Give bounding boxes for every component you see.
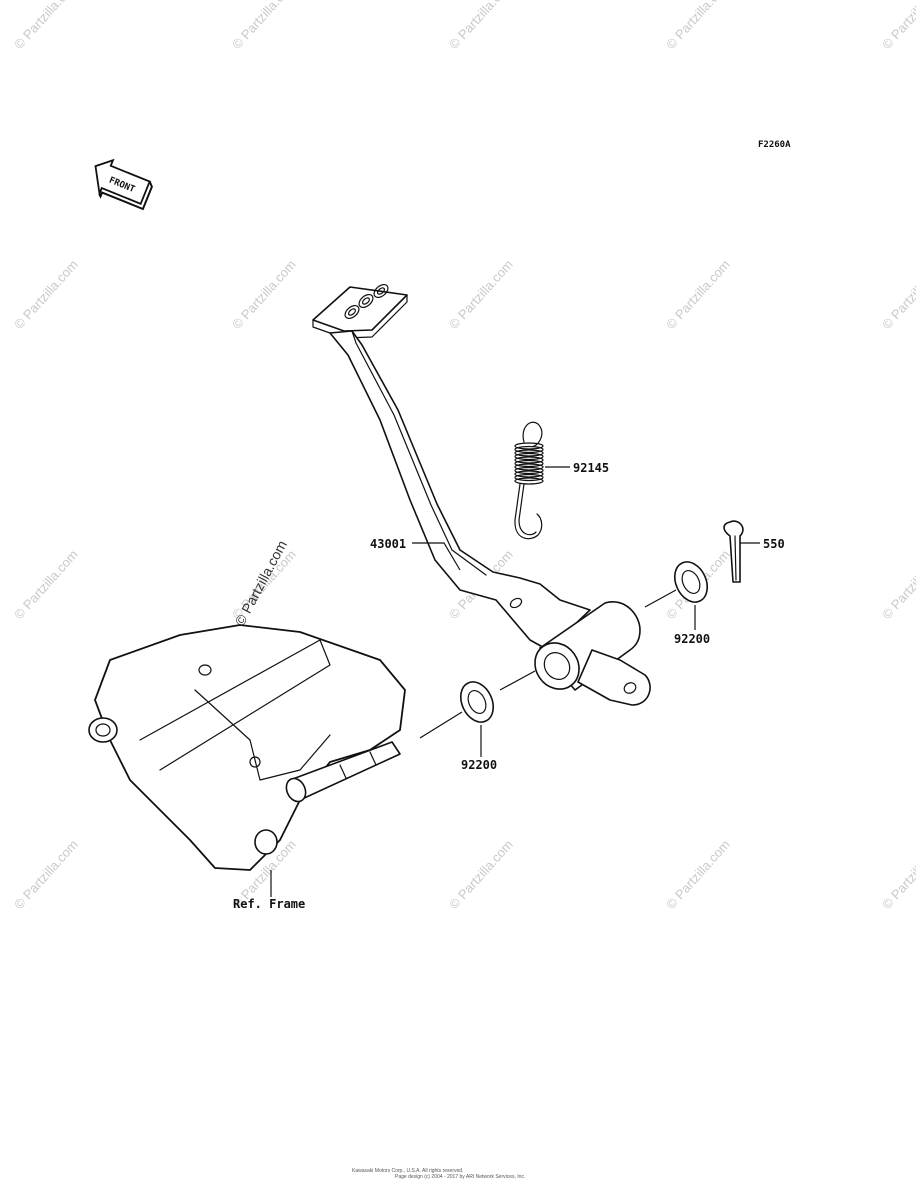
spring-coil: [514, 477, 544, 485]
watermark: © Partzilla.com: [11, 257, 81, 332]
watermark: © Partzilla.com: [663, 0, 733, 52]
watermark: © Partzilla.com: [11, 547, 81, 622]
watermark: © Partzilla.com: [663, 257, 733, 332]
watermark: © Partzilla.com: [446, 837, 516, 912]
spring-coil: [514, 445, 544, 454]
leader-43001: [412, 542, 461, 571]
footer-line-1: Kawasaki Motors Corp., U.S.A. All rights…: [352, 1168, 463, 1174]
watermark: © Partzilla.com: [879, 547, 916, 622]
watermark: © Partzilla.com: [879, 0, 916, 52]
spring-coil: [514, 470, 544, 478]
brake-pedal-43001[interactable]: [312, 282, 651, 706]
part-label-550: 550: [763, 537, 785, 551]
front-arrow-icon: FRONT: [94, 158, 153, 211]
spring-coil: [514, 449, 544, 457]
return-spring-92145[interactable]: [514, 421, 544, 540]
cotter-pin-550[interactable]: [723, 520, 744, 583]
washer-92200-lower[interactable]: [455, 677, 500, 728]
spring-coil: [514, 459, 544, 468]
spring-coil: [514, 452, 544, 461]
axis-line-shaft: [419, 711, 463, 739]
watermark: © Partzilla.com: [663, 837, 733, 912]
watermark: © Partzilla.com: [11, 837, 81, 912]
watermark-prominent: © Partzilla.com: [232, 538, 290, 629]
watermark: © Partzilla.com: [229, 0, 299, 52]
part-label-92145: 92145: [573, 461, 609, 475]
footer-line-2: Page design (c) 2004 - 2017 by ARI Netwo…: [395, 1174, 525, 1180]
ref-frame-label: Ref. Frame: [233, 897, 305, 911]
axis-line-upper: [644, 589, 677, 608]
spring-coil: [514, 463, 544, 471]
watermark: © Partzilla.com: [879, 257, 916, 332]
watermark: © Partzilla.com: [879, 837, 916, 912]
part-label-92200-upper: 92200: [674, 632, 710, 646]
watermark: © Partzilla.com: [446, 0, 516, 52]
watermark: © Partzilla.com: [446, 257, 516, 332]
watermark: © Partzilla.com: [11, 0, 81, 52]
spring-coil: [514, 466, 544, 475]
part-label-43001: 43001: [370, 537, 406, 551]
spring-coil: [514, 456, 544, 464]
washer-92200-upper[interactable]: [669, 557, 714, 608]
frame-reference-drawing: [88, 624, 406, 871]
part-label-92200-lower: 92200: [461, 758, 497, 772]
axis-line-lower: [499, 670, 536, 691]
spring-coil: [514, 473, 544, 482]
watermark: © Partzilla.com: [229, 257, 299, 332]
spring-coil: [514, 442, 544, 450]
figure-code: F2260A: [758, 140, 791, 150]
